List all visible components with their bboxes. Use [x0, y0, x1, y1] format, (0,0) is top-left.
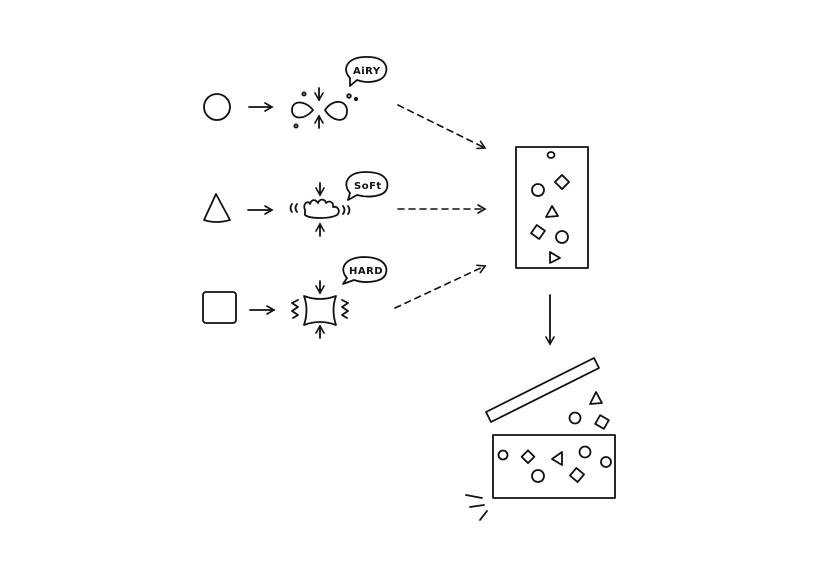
- circle-piece: [568, 411, 582, 425]
- label-soft: SoFt: [354, 181, 382, 192]
- circle-piece: [600, 456, 612, 468]
- label-airy: AiRY: [353, 66, 381, 77]
- square-shape: [202, 291, 237, 324]
- speech-bubble-hard: HARD: [342, 256, 388, 285]
- soft-squish-icon: [289, 182, 351, 237]
- speech-bubble-soft: SoFt: [345, 171, 389, 201]
- hard-bounce-icon: [291, 280, 349, 339]
- motion-lines-icon: [465, 494, 488, 521]
- square-piece: [594, 414, 610, 430]
- circle-piece: [578, 445, 592, 459]
- container-outline: [515, 146, 589, 269]
- square-piece: [520, 449, 536, 464]
- triangle-piece: [545, 205, 559, 218]
- triangle-piece: [589, 391, 603, 405]
- mixing-container: [515, 146, 589, 269]
- packaging-box: [465, 357, 616, 521]
- container-hole: [546, 151, 556, 159]
- triangle-piece: [551, 451, 563, 466]
- circle-piece: [555, 230, 569, 244]
- box-body: [492, 434, 616, 499]
- circle-piece: [531, 183, 545, 197]
- circle-piece: [497, 449, 509, 461]
- box-lid: [485, 357, 600, 423]
- dashed-arrow-icon: [397, 104, 487, 150]
- square-piece: [554, 174, 570, 190]
- airy-burst-icon: [291, 87, 359, 129]
- row-soft: SoFt: [203, 171, 487, 237]
- square-piece: [569, 467, 585, 483]
- triangle-piece: [549, 251, 561, 264]
- row-hard: HARD: [202, 256, 487, 339]
- circle-piece: [531, 469, 545, 483]
- square-piece: [530, 224, 546, 240]
- triangle-shape: [203, 193, 231, 223]
- row-airy: AiRY: [203, 56, 487, 150]
- circle-shape: [203, 93, 231, 121]
- label-hard: HARD: [349, 266, 383, 277]
- dashed-arrow-icon: [394, 264, 487, 309]
- speech-bubble-airy: AiRY: [345, 56, 388, 87]
